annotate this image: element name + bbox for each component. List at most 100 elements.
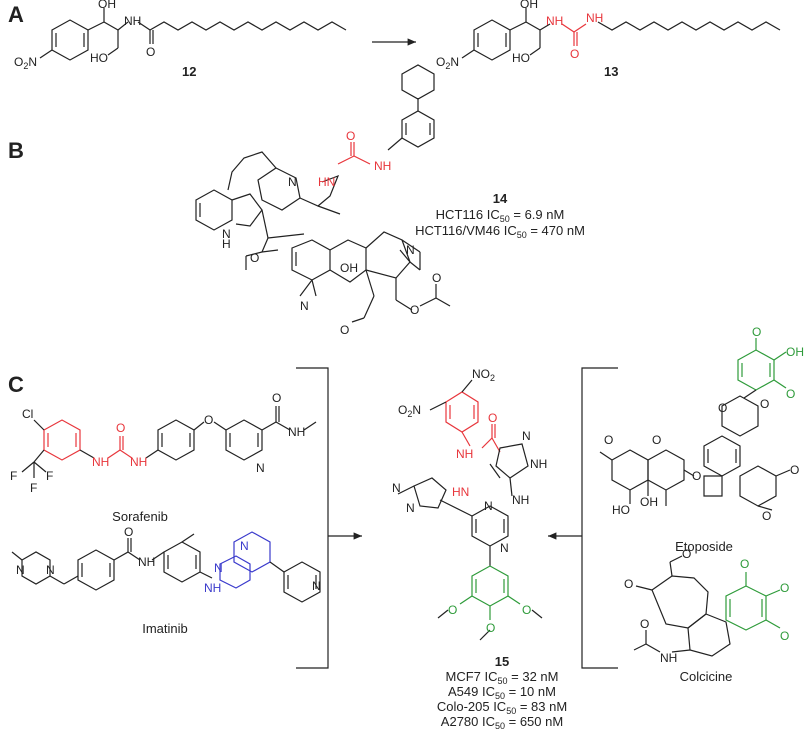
activity-15-row-1: A549 IC50 = 10 nM <box>448 684 556 701</box>
panel-label-b: B <box>8 138 24 163</box>
colcicine-label: Colcicine <box>680 669 733 684</box>
compound-13-structure <box>461 8 781 61</box>
atom-nh-ima-b: NH <box>204 581 221 595</box>
atom-ho-13: HO <box>512 51 530 65</box>
atom-o-14: O <box>346 129 355 143</box>
atom-cl: Cl <box>22 407 33 421</box>
atom-o-colc3: O <box>640 617 649 631</box>
atom-o-eto-ome2: O <box>786 387 795 401</box>
atom-o-14d: O <box>340 323 349 337</box>
compound-14-label: 14 <box>493 191 508 206</box>
imatinib-label: Imatinib <box>142 621 188 636</box>
atom-o-13: O <box>570 47 579 61</box>
compound-12-structure <box>39 8 347 61</box>
imatinib-structure <box>11 531 321 603</box>
atom-o-colc6: O <box>780 629 789 643</box>
etoposide-label: Etoposide <box>675 539 733 554</box>
activity-14-row-1: HCT116/VM46 IC50 = 470 nM <box>415 223 585 240</box>
atom-o2n-13: O2N <box>436 55 459 71</box>
atom-o-dioxole1: O <box>718 401 727 415</box>
activity-15-row-2: Colo-205 IC50 = 83 nM <box>437 699 567 716</box>
compound-15-structure <box>397 379 543 641</box>
atom-o-ether: O <box>204 413 213 427</box>
colcicine-structure <box>633 555 781 657</box>
activity-15-row-3: A2780 IC50 = 650 nM <box>441 714 563 731</box>
sorafenib-structure <box>21 406 317 478</box>
atom-o-15: O <box>488 411 497 425</box>
atom-nh-pz15: NH <box>530 457 547 471</box>
atom-nh-colc: NH <box>660 651 677 665</box>
atom-nh-ima: NH <box>138 555 155 569</box>
atom-f2: F <box>30 481 37 495</box>
atom-o-colc2: O <box>682 547 691 561</box>
atom-hn-15: HN <box>452 485 469 499</box>
atom-n-pz-methyl: N <box>392 481 401 495</box>
compound-13-label: 13 <box>604 64 618 79</box>
atom-o-colc5: O <box>780 581 789 595</box>
atom-nh-13b: NH <box>586 11 603 25</box>
atom-n-pym1: N <box>240 539 249 553</box>
atom-n-pym15a: N <box>484 499 493 513</box>
atom-o-eto2: O <box>652 433 661 447</box>
atom-nh-13a: NH <box>546 14 563 28</box>
atom-o-carbonyl: O <box>790 463 799 477</box>
atom-n-pip2: N <box>46 563 55 577</box>
atom-n-14a: N <box>288 175 297 189</box>
atom-o-14c: O <box>432 271 441 285</box>
atom-o-tmp2: O <box>522 603 531 617</box>
atom-no2-15a: NO2 <box>472 367 495 383</box>
atom-hn-14: HN <box>318 175 335 189</box>
panel-label-c: C <box>8 372 24 397</box>
atom-h-14: H <box>222 237 231 251</box>
activity-list-15: MCF7 IC50 = 32 nM A549 IC50 = 10 nM Colo… <box>437 669 567 731</box>
atom-n-pym2: N <box>214 561 223 575</box>
atom-n-pip1: N <box>16 563 25 577</box>
panel-label-a: A <box>8 2 24 27</box>
atom-o-eto3: O <box>604 433 613 447</box>
atom-o-ima: O <box>124 525 133 539</box>
atom-o-12: O <box>146 45 155 59</box>
atom-n-pyr: N <box>256 461 265 475</box>
atom-nh-15b: NH <box>512 493 529 507</box>
atom-o-tmp3: O <box>486 621 495 635</box>
atom-f3: F <box>46 469 53 483</box>
activity-15-row-0: MCF7 IC50 = 32 nM <box>446 669 559 686</box>
sorafenib-label: Sorafenib <box>112 509 168 524</box>
atom-n-14b: N <box>300 299 309 313</box>
atom-o-eto-ome1: O <box>752 325 761 339</box>
atom-oh-13: OH <box>520 0 538 11</box>
atom-n-pym15b: N <box>500 541 509 555</box>
atom-o-14b: O <box>410 303 419 317</box>
atom-no2-15b: O2N <box>398 403 421 419</box>
atom-n-pz-b: N <box>406 501 415 515</box>
atom-o-amide: O <box>272 391 281 405</box>
atom-oh-12: OH <box>98 0 116 11</box>
atom-o-colc1: O <box>624 577 633 591</box>
atom-o-sor: O <box>116 421 125 435</box>
atom-nh-amide: NH <box>288 425 305 439</box>
compound-14-structure <box>195 64 451 323</box>
atom-o-lactone: O <box>762 509 771 523</box>
activity-14-row-0: HCT116 IC50 = 6.9 nM <box>436 207 565 224</box>
atom-nh-15a: NH <box>456 447 473 461</box>
atom-nh-14b: N <box>222 227 231 241</box>
atom-ho-eto: HO <box>612 503 630 517</box>
compound-15-label: 15 <box>495 654 509 669</box>
atom-nh-sor-a: NH <box>92 455 109 469</box>
atom-nh-12: NH <box>124 14 141 28</box>
atom-o-14e: O <box>250 251 259 265</box>
right-bracket <box>581 367 618 669</box>
atom-f1: F <box>10 469 17 483</box>
atom-o-eto1: O <box>692 469 701 483</box>
atom-oh-14: OH <box>340 261 358 275</box>
atom-n-pyr-ima: N <box>312 579 321 593</box>
atom-n-14c: N <box>406 243 415 257</box>
compound-12-label: 12 <box>182 64 196 79</box>
atom-oh-eto-phenol: OH <box>786 345 804 359</box>
atom-o2n-12: O2N <box>14 55 37 71</box>
etoposide-structure <box>599 338 791 511</box>
atom-nh-sor-b: NH <box>130 455 147 469</box>
atom-o-dioxole2: O <box>760 397 769 411</box>
atom-o-tmp1: O <box>448 603 457 617</box>
